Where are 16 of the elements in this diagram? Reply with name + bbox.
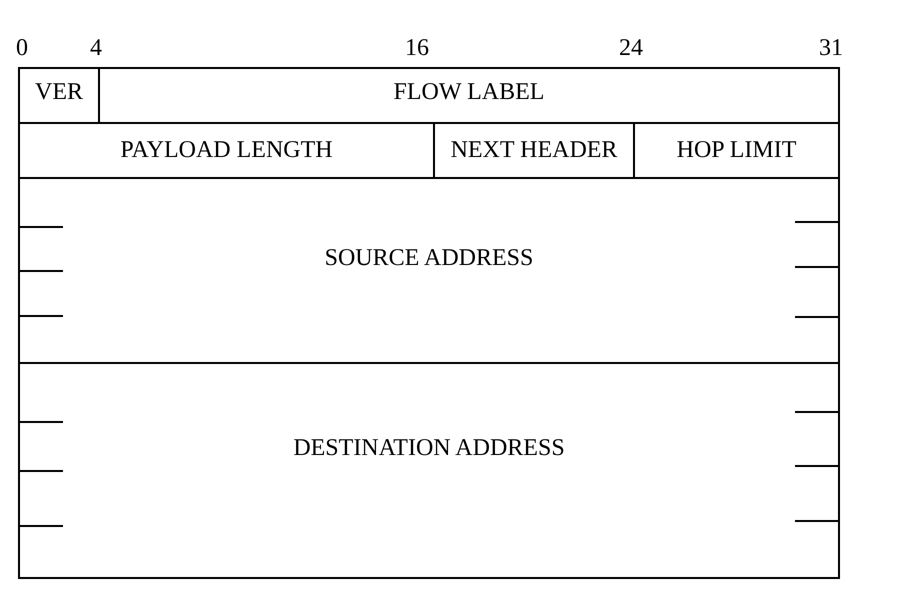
header-field <box>98 67 840 124</box>
field-name: NEXT HEADER <box>450 137 618 164</box>
header-field <box>18 177 840 364</box>
field-name: PAYLOAD LENGTH <box>120 137 333 164</box>
bit-position-number: 4 <box>90 36 102 60</box>
field-name: HOP LIMIT <box>676 137 796 164</box>
field-name: FLOW LABEL <box>394 79 544 106</box>
header-field <box>18 67 100 124</box>
bit-position-number: 31 <box>819 36 843 60</box>
bit-position-number: 24 <box>619 36 643 60</box>
bit-position-number: 16 <box>405 36 429 60</box>
bit-position-number: 0 <box>16 36 28 60</box>
header-field <box>18 362 840 579</box>
field-name: VER <box>35 79 83 106</box>
field-name: DESTINATION ADDRESS <box>293 435 565 462</box>
field-name: SOURCE ADDRESS <box>324 245 534 272</box>
